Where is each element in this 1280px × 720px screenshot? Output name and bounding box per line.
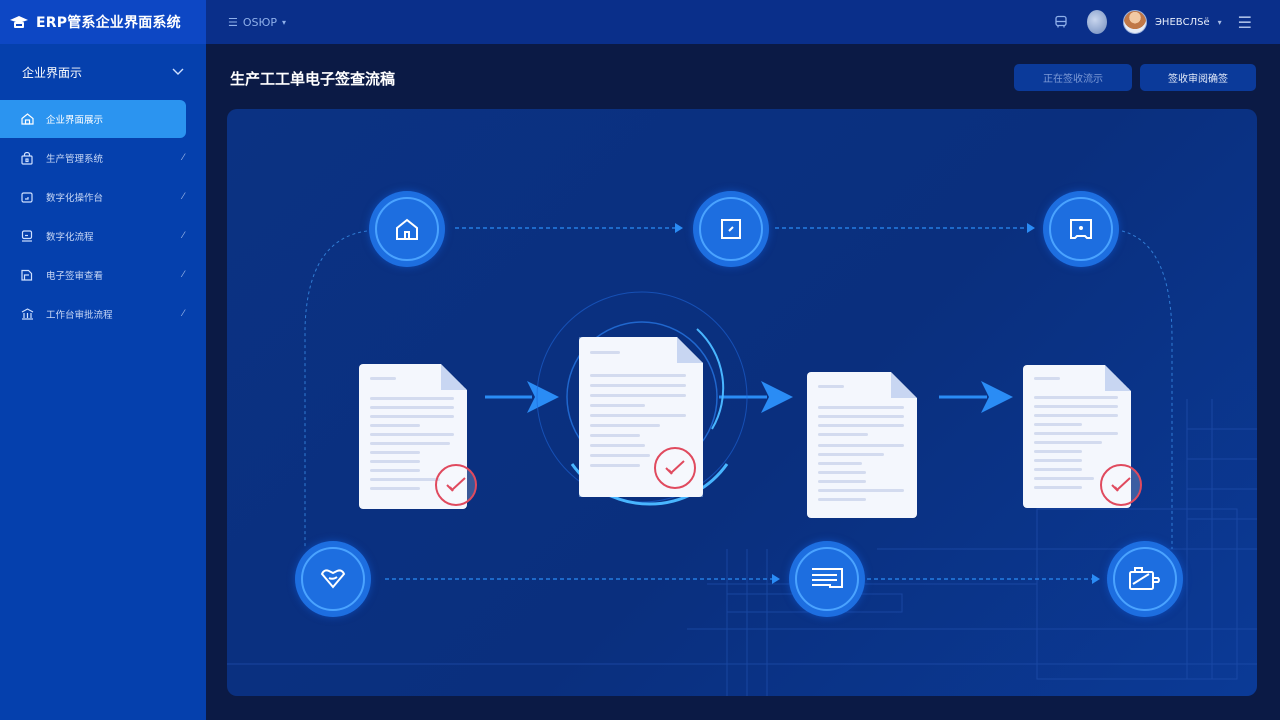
sidebar-item-approval[interactable]: 工作台审批流程 ⁄	[0, 295, 186, 333]
sidebar-item-label: 生产管理系统	[46, 154, 104, 165]
signing-status-button[interactable]: 正在签收流示	[1014, 64, 1132, 91]
flow-node-complete[interactable]	[1107, 541, 1183, 617]
home-icon	[20, 112, 34, 126]
screen-icon	[20, 190, 34, 204]
chevron-down-icon: ▾	[282, 17, 287, 27]
monitor-icon	[20, 229, 34, 243]
archive-icon	[1070, 219, 1092, 239]
avatar	[1122, 10, 1147, 34]
workflow-canvas	[227, 109, 1257, 696]
sidebar-item-label: 企业界面展示	[46, 115, 104, 126]
brand[interactable]: ERP管系企业界面系统	[0, 0, 206, 44]
globe-icon[interactable]	[1086, 10, 1107, 34]
review-confirm-button[interactable]: 签收审阅确签	[1140, 64, 1256, 91]
sidebar-item-digital-console[interactable]: 数字化操作台 ⁄	[0, 178, 186, 216]
user-name: ЭНЕВСЛSё	[1154, 16, 1210, 28]
document-1[interactable]	[359, 364, 467, 509]
top-right-actions: ЭНЕВСЛSё ▾ ☰	[1051, 10, 1280, 34]
hamburger-icon: ☰	[228, 15, 238, 29]
flow-node-approve[interactable]	[295, 541, 371, 617]
expand-icon: ⁄	[182, 231, 184, 241]
user-menu[interactable]: ЭНЕВСЛSё ▾	[1122, 10, 1222, 34]
flow-node-record[interactable]	[789, 541, 865, 617]
app-title: ERP管系企业界面系统	[36, 15, 181, 31]
expand-icon: ⁄	[182, 153, 184, 163]
sidebar-item-label: 电子签审查看	[46, 271, 104, 282]
heart-check-icon	[320, 569, 346, 589]
briefcase-sign-icon	[1129, 567, 1160, 590]
chevron-down-icon	[172, 68, 184, 75]
hat-icon	[8, 13, 30, 31]
chevron-down-icon: ▾	[1217, 17, 1222, 27]
main-content: 生产工工单电子签查流稿 正在签收流示 签收审阅确签	[206, 44, 1280, 720]
sidebar-item-label: 工作台审批流程	[46, 310, 113, 321]
document-3[interactable]	[807, 372, 917, 518]
page-title: 生产工工单电子签查流稿	[230, 70, 396, 88]
expand-icon: ⁄	[182, 270, 184, 280]
sidebar-item-digital-flow[interactable]: 数字化流程 ⁄	[0, 217, 186, 255]
list-icon	[812, 568, 843, 588]
menu-dropdown[interactable]: ☰ ОSЮP ▾	[228, 16, 286, 29]
expand-icon: ⁄	[182, 309, 184, 319]
flow-connectors	[227, 223, 1257, 696]
sidebar: 企业界面示 企业界面展示 生产管理系统 ⁄ 数字化操作台 ⁄ 数字化流程 ⁄ 电…	[0, 44, 206, 720]
bus-icon[interactable]	[1051, 12, 1071, 32]
sidebar-item-production[interactable]: 生产管理系统 ⁄	[0, 139, 186, 177]
menu-label: ОSЮP	[242, 15, 278, 29]
sidebar-item-label: 数字化操作台	[46, 193, 104, 204]
sidebar-group-header[interactable]: 企业界面示	[0, 44, 206, 100]
sidebar-item-esign-view[interactable]: 电子签审查看 ⁄	[0, 256, 186, 294]
signed-check-icon	[654, 447, 696, 489]
edit-square-icon	[721, 219, 741, 239]
signed-check-icon	[435, 464, 477, 506]
sidebar-group-label: 企业界面示	[22, 65, 83, 80]
home-icon	[396, 218, 418, 240]
flow-node-archive[interactable]	[1043, 191, 1119, 267]
flow-node-edit[interactable]	[693, 191, 769, 267]
flow-node-start[interactable]	[369, 191, 445, 267]
sidebar-item-showcase[interactable]: 企业界面展示	[0, 100, 186, 138]
bank-icon	[20, 307, 34, 321]
more-menu-icon[interactable]: ☰	[1237, 12, 1252, 32]
files-icon	[20, 268, 34, 282]
signed-check-icon	[1100, 464, 1142, 506]
top-bar: ERP管系企业界面系统 ☰ ОSЮP ▾ ЭНЕВСЛSё ▾ ☰	[0, 0, 1280, 44]
lock-icon	[20, 151, 34, 165]
expand-icon: ⁄	[182, 192, 184, 202]
sidebar-item-label: 数字化流程	[46, 232, 94, 243]
